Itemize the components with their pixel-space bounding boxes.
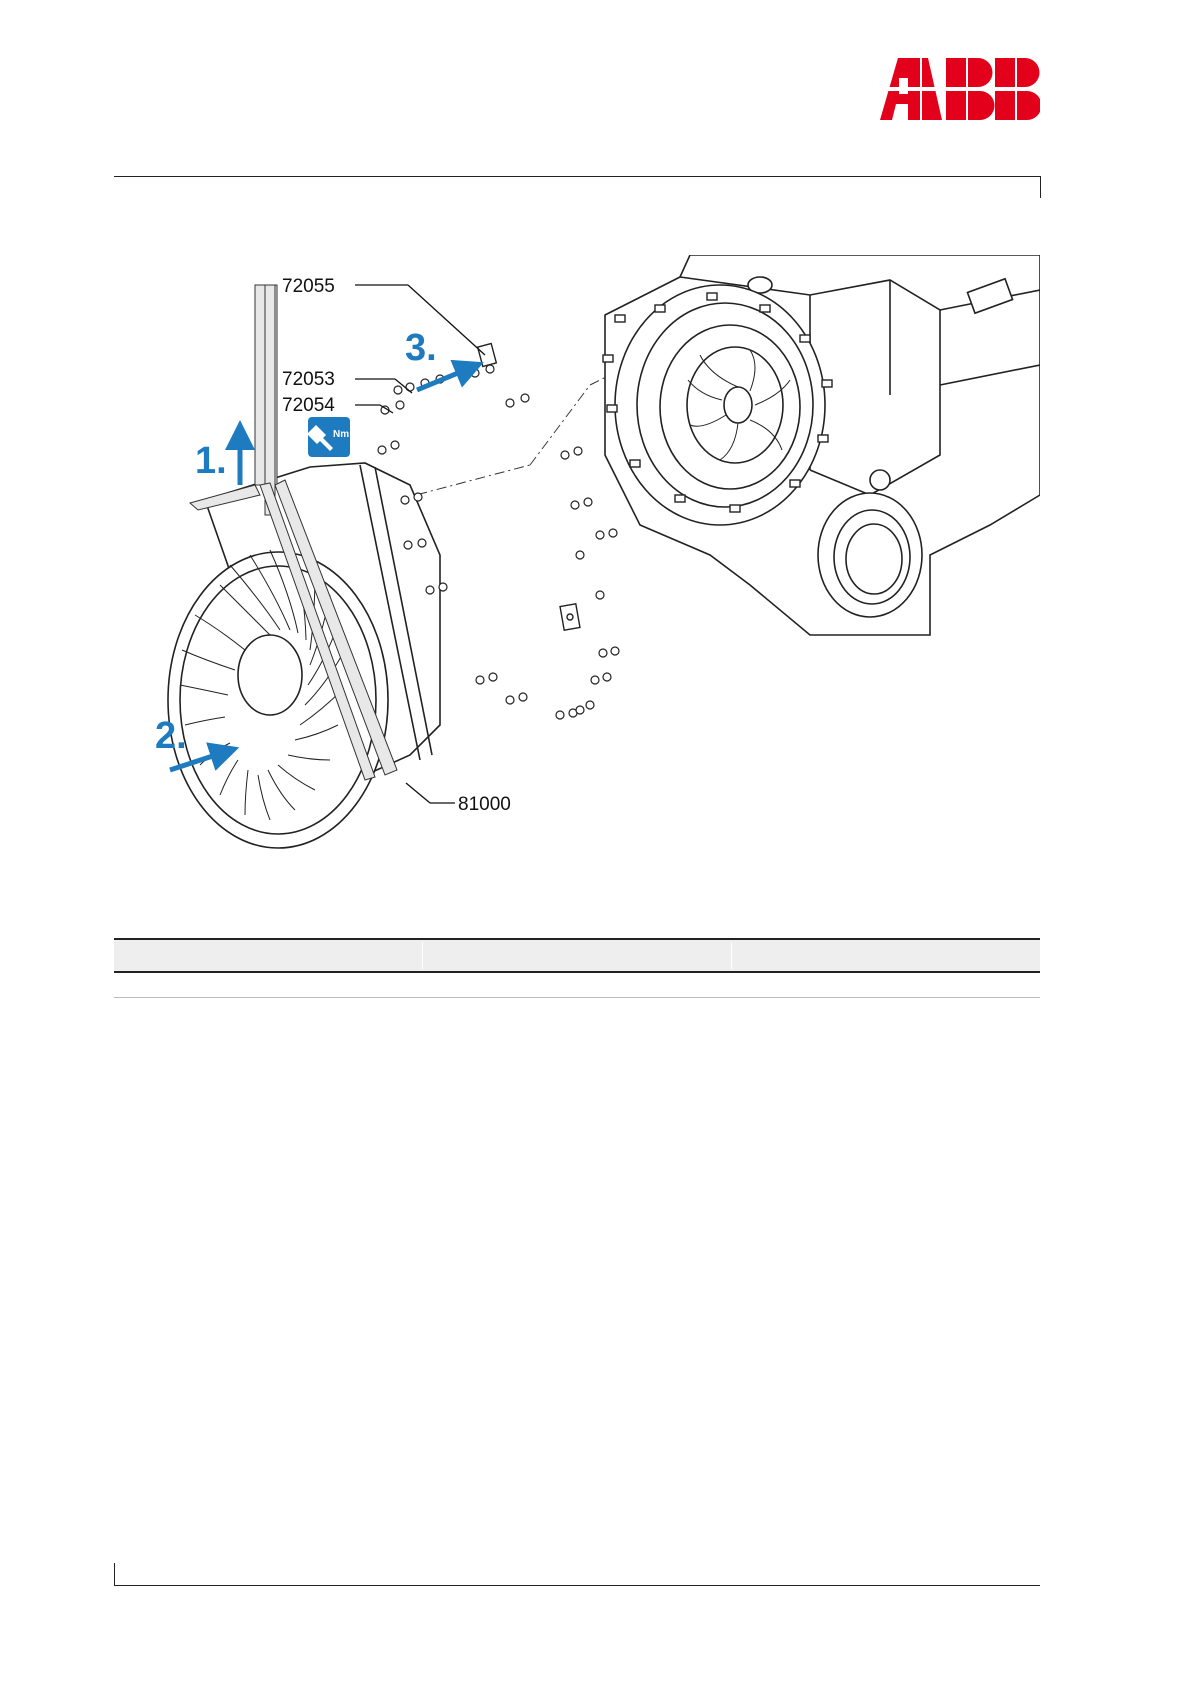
abb-logo [880,58,1040,120]
parts-table-header [114,938,1040,973]
footer-rule [114,1585,1040,1586]
header-rule-tick [1040,176,1041,198]
fan-cover-81000 [168,463,440,848]
step-3-label: 3. [405,327,437,369]
header-rule [114,176,1040,177]
exploded-assembly-drawing: Nm 1. 2. 3. 72055 72053 72054 81000 [110,255,1040,905]
callout-72054: 72054 [282,395,335,416]
step-2-label: 2. [155,715,187,757]
machine-housing [605,255,1040,635]
step-1-label: 1. [195,440,227,482]
callout-72053: 72053 [282,369,335,390]
footer-rule-tick [114,1563,115,1585]
locking-plates [478,344,580,631]
torque-icon-label: Nm [333,429,349,440]
parts-table-row-rule [114,997,1040,998]
callout-72055: 72055 [282,276,335,297]
callout-81000: 81000 [458,794,511,815]
parts-table [114,938,1040,1000]
